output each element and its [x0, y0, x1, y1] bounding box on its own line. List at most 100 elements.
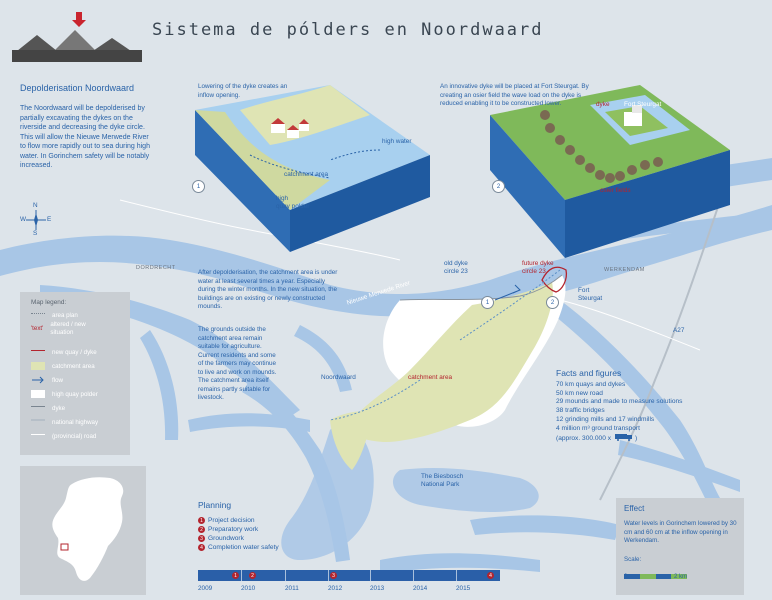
- timeline-marker: 1: [232, 572, 239, 579]
- legend-item: 'text' altered / new situation: [31, 321, 86, 336]
- flow-arrow-icon: [31, 376, 45, 384]
- plan-item: 3 Groundwork: [198, 534, 328, 543]
- effect-title: Effect: [624, 504, 645, 513]
- block1-number: 1: [192, 180, 205, 193]
- plan-item: 1 Project decision: [198, 516, 328, 525]
- facts-line: 70 km quays and dykes: [556, 381, 626, 388]
- block1-high: high: [276, 195, 289, 202]
- facts-line: 4 million m³ ground transport: [556, 424, 640, 432]
- label-noordwaard: Noordwaard: [321, 374, 356, 381]
- label-fort-2: Steurgat: [578, 295, 603, 302]
- compass-n: N: [33, 202, 38, 209]
- altered-text-icon: 'text': [31, 325, 44, 332]
- netherlands-outline-icon: [52, 477, 124, 581]
- page-title: Sistema de pólders en Noordwaard: [152, 20, 544, 40]
- highway-icon: [31, 419, 45, 429]
- label-a27: A27: [673, 327, 685, 334]
- timeline-year: 2014: [413, 585, 428, 592]
- block2-number: 2: [492, 180, 505, 193]
- compass-e: E: [47, 216, 52, 223]
- new-dyke: [541, 266, 568, 293]
- map-marker-2: 2: [546, 296, 559, 309]
- road-icon: [31, 433, 45, 443]
- effect-panel: Effect Water levels in Gorinchem lowered…: [616, 498, 744, 595]
- label-fort-1: Fort: [578, 287, 590, 294]
- river-main: [0, 205, 772, 317]
- block-diagram-1: [195, 85, 430, 252]
- map-marker-1: 1: [481, 296, 494, 309]
- grounds-text: The grounds outside the catchment area r…: [198, 326, 277, 401]
- intro-text: The Noordwaard will be depolderised by p…: [20, 105, 150, 169]
- polder-icon: [31, 390, 45, 398]
- effect-text: Water levels in Gorinchem lowered by 30 …: [624, 520, 737, 545]
- after-text: After depolderisation, the catchment are…: [198, 269, 338, 310]
- compass-s: S: [33, 230, 38, 237]
- timeline-bar: [198, 570, 500, 581]
- scale-bar: [624, 566, 687, 579]
- plan-item: 2 Preparatory work: [198, 525, 328, 534]
- block1-catchment: catchment area: [284, 171, 329, 178]
- block-diagram-2: [490, 85, 730, 258]
- intro-title: Depolderisation Noordwaard: [20, 83, 135, 93]
- label-werkendam: WERKENDAM: [604, 267, 645, 273]
- facts-line: 12 grinding mills and 17 windmills: [556, 415, 655, 423]
- block1-caption: Lowering of the dyke creates an inflow o…: [198, 83, 288, 99]
- label-biesbosch-1: The Biesbosch: [421, 473, 464, 480]
- catchment-area-shape: [345, 282, 553, 442]
- timeline-tick: [328, 570, 329, 581]
- legend-item: (provincial) road: [31, 431, 96, 441]
- timeline-year: 2012: [328, 585, 343, 592]
- label-future-dyke-2: circle 23: [522, 268, 546, 275]
- facts-panel: Facts and figures 70 km quays and dykes …: [556, 368, 706, 445]
- facts-line: 38 traffic bridges: [556, 407, 605, 415]
- plan-item: 4 Completion water safety: [198, 543, 328, 552]
- dyke-icon: [31, 405, 45, 415]
- label-catchment: catchment area: [408, 374, 453, 381]
- legend-item: high quay polder: [31, 389, 98, 399]
- facts-line: 29 mounds and made to measure solutions: [556, 398, 683, 406]
- block1-high-water: high water: [382, 138, 412, 145]
- label-biesbosch-2: National Park: [421, 481, 460, 488]
- timeline-tick: [285, 570, 286, 581]
- timeline-year: 2010: [241, 585, 256, 592]
- timeline-year: 2011: [285, 585, 299, 592]
- scale-min: 0: [624, 574, 628, 580]
- timeline-year: 2009: [198, 585, 213, 592]
- legend-item: area plan: [31, 310, 78, 320]
- legend-item: new quay / dyke: [31, 347, 97, 357]
- timeline-year: 2015: [456, 585, 471, 592]
- facts-line: (approx. 300.000 x ): [556, 433, 706, 445]
- label-future-dyke-1: future dyke: [522, 260, 554, 267]
- planning-panel: Planning 1 Project decision 2 Preparator…: [198, 500, 328, 552]
- legend-item: dyke: [31, 403, 65, 413]
- compass-icon: [21, 205, 51, 235]
- block1-quay-polder: quay polder: [276, 203, 310, 210]
- legend-title: Map legend:: [31, 299, 67, 306]
- label-old-dyke-1: old dyke: [444, 260, 468, 267]
- timeline-tick: [456, 570, 457, 581]
- facts-title: Facts and figures: [556, 368, 622, 378]
- timeline-marker: 4: [487, 572, 494, 579]
- timeline-marker: 3: [330, 572, 337, 579]
- label-dordrecht: DORDRECHT: [136, 265, 176, 271]
- block2-caption: An innovative dyke will be placed at For…: [440, 83, 589, 107]
- legend-item: flow: [31, 375, 63, 385]
- area-plan-icon: [31, 312, 45, 322]
- netherlands-inset-map: [20, 466, 146, 595]
- scale-max: 2 km: [674, 574, 688, 580]
- map-legend: Map legend: area plan 'text' altered / n…: [20, 292, 130, 455]
- legend-item: national highway: [31, 417, 98, 427]
- label-old-dyke-2: circle 23: [444, 268, 468, 275]
- truck-icon: [615, 433, 635, 445]
- legend-item: catchment area: [31, 361, 95, 371]
- facts-line: 50 km new road: [556, 389, 603, 397]
- planning-title: Planning: [198, 500, 232, 510]
- timeline-tick: [370, 570, 371, 581]
- timeline-year: 2013: [370, 585, 385, 592]
- timeline-marker: 2: [249, 572, 256, 579]
- timeline-tick: [241, 570, 242, 581]
- catchment-icon: [31, 362, 45, 370]
- new-dyke-icon: [31, 349, 45, 359]
- block2-dyke: dyke: [596, 101, 610, 108]
